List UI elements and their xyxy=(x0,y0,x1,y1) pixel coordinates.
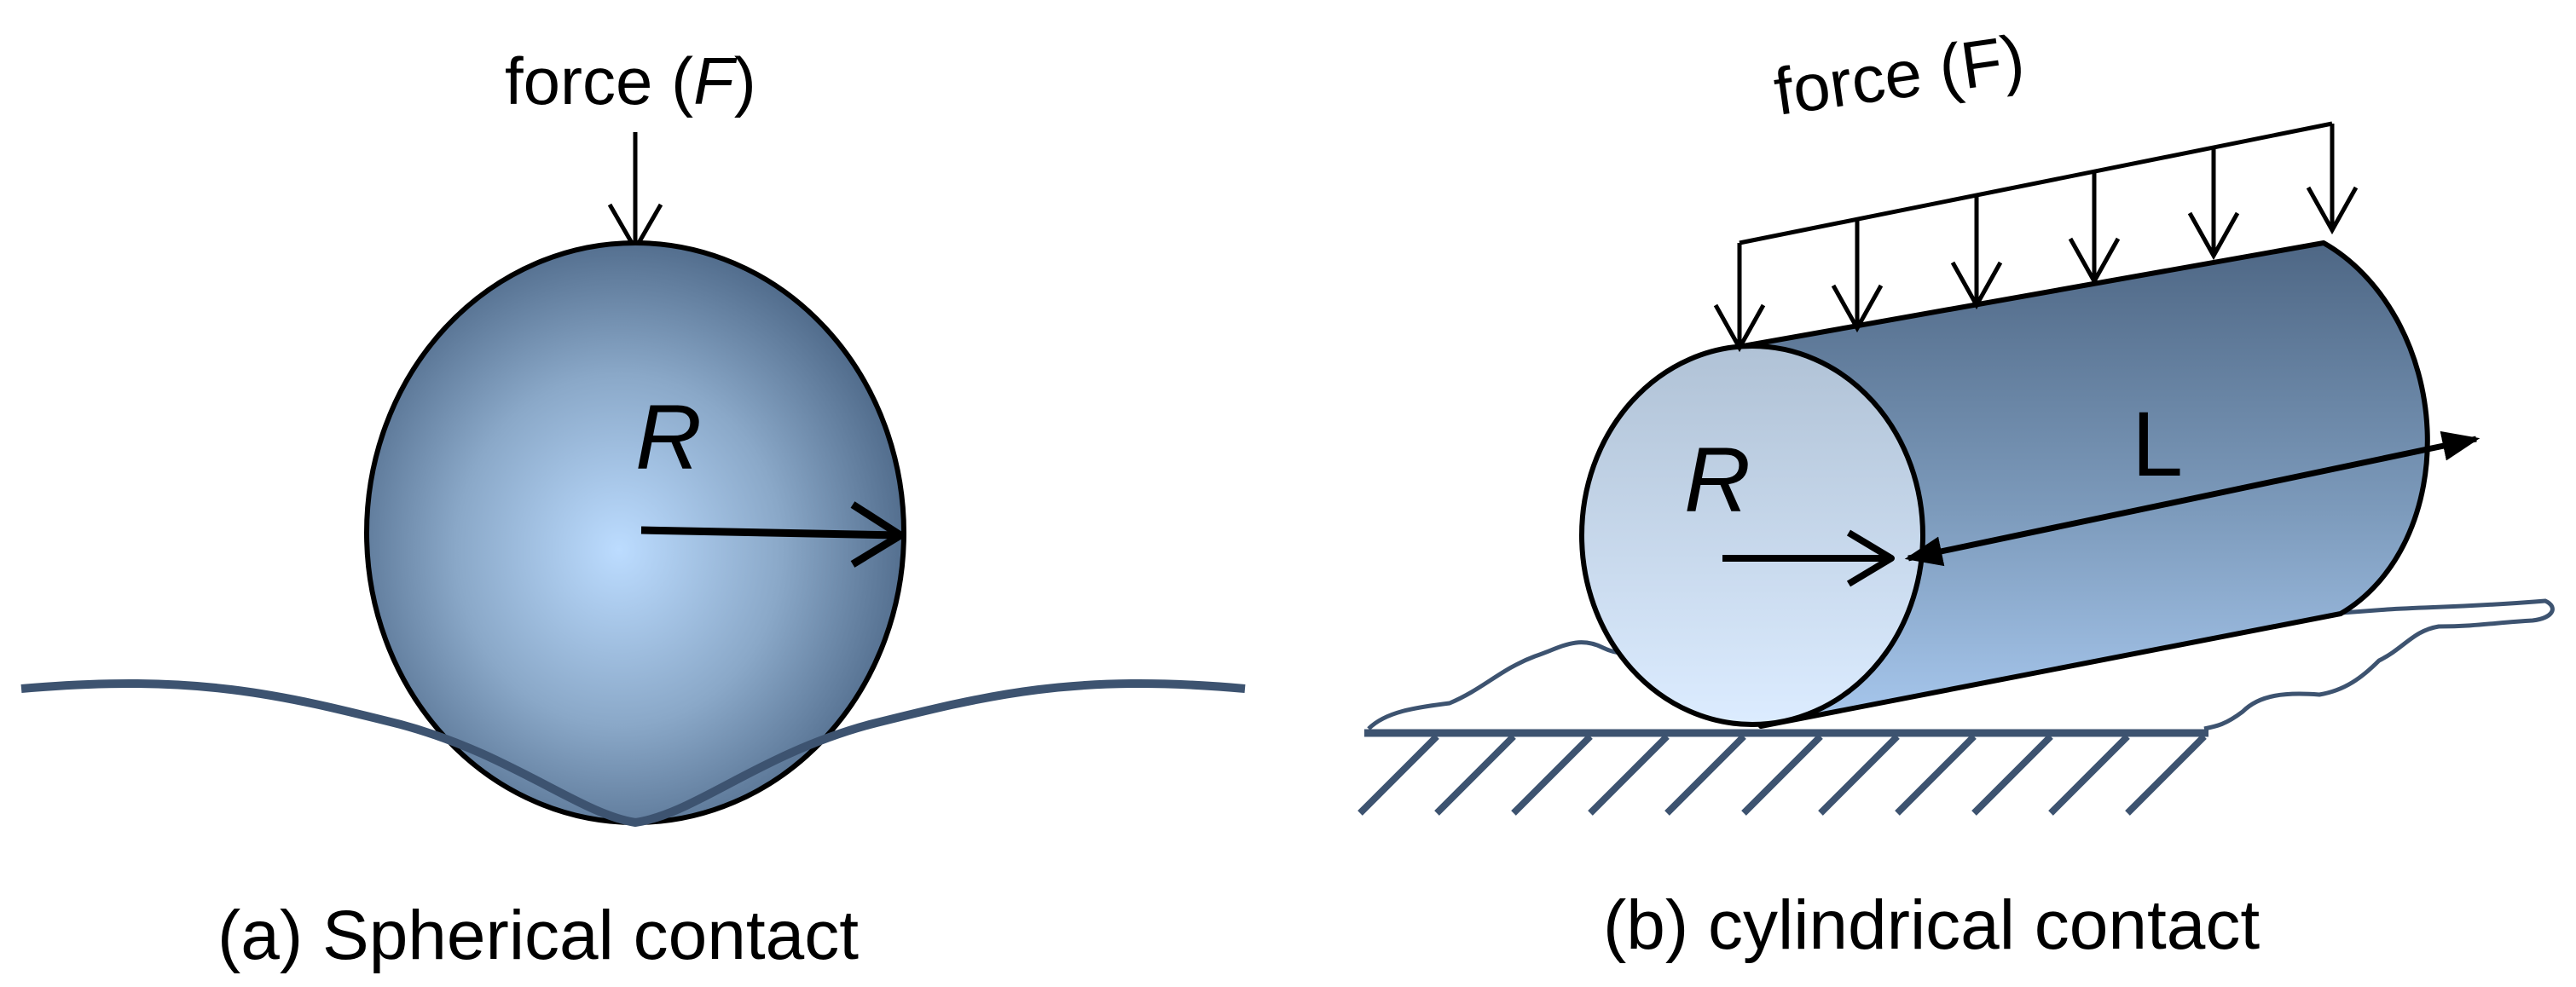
load-arrows xyxy=(1713,124,2359,353)
force-label-a: force (F) xyxy=(505,43,756,118)
cylinder-end-face xyxy=(1579,343,1925,727)
radius-arrow-b xyxy=(1722,529,1895,587)
caption-b: (b) cylindrical contact xyxy=(1603,886,2260,964)
length-label: L xyxy=(2132,392,2183,495)
radius-arrow-a xyxy=(640,501,905,568)
panel-a-spherical: force (F) R (a) Spherical contact xyxy=(20,43,1246,974)
elastic-surface-a xyxy=(20,679,1246,828)
panel-b-cylindrical: force (F) R L (b) cylindrical contact xyxy=(1357,20,2555,964)
radius-label-b: R xyxy=(1684,428,1751,531)
caption-a: (a) Spherical contact xyxy=(217,897,859,974)
radius-label-a: R xyxy=(635,385,702,488)
length-arrow xyxy=(1904,430,2480,567)
load-bar xyxy=(1739,121,2333,245)
ground-hatching xyxy=(1357,734,2207,816)
rough-surface xyxy=(1367,598,2555,731)
force-label-b: force (F) xyxy=(1769,20,2029,130)
force-arrow-a xyxy=(607,132,663,254)
